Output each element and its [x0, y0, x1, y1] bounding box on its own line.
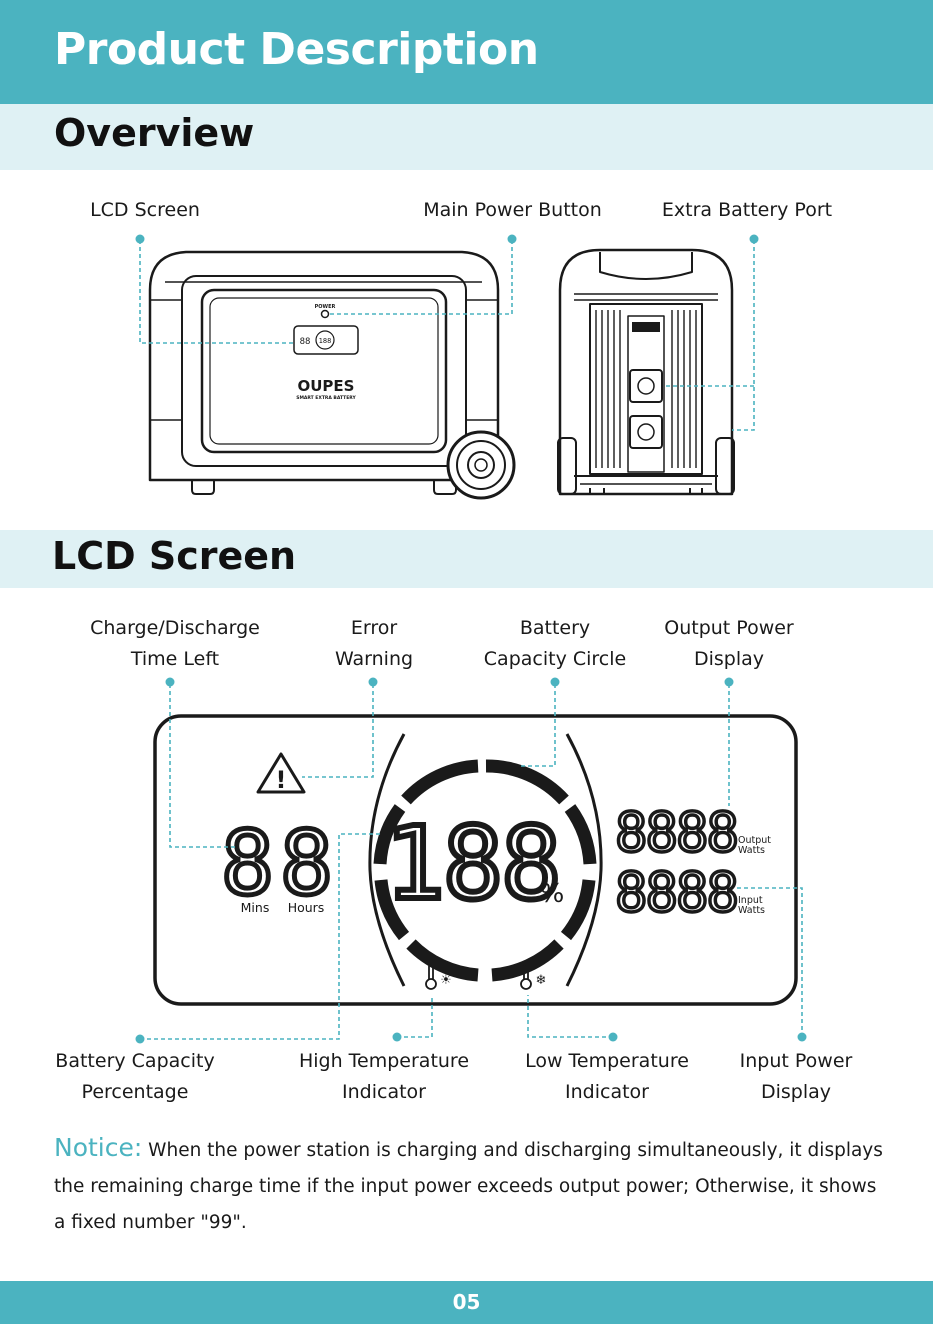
callout-main-power-button: Main Power Button	[423, 199, 602, 221]
overview-section-bar	[0, 104, 933, 170]
front-unit-body	[148, 250, 500, 482]
battery-port-upper	[629, 369, 663, 403]
power-label: POWER	[315, 304, 336, 310]
power-button-icon	[320, 309, 330, 319]
leader-input	[737, 887, 803, 1037]
callout-output-1: Output Power	[664, 617, 794, 639]
header-bar	[0, 0, 933, 104]
callout-percentage-2: Percentage	[81, 1081, 189, 1103]
footer-bar	[0, 1281, 933, 1324]
callout-percentage-1: Battery Capacity	[55, 1050, 215, 1072]
callout-low-temp-1: Low Temperature	[525, 1050, 689, 1072]
notice-heading: Notice:	[54, 1133, 143, 1162]
leader-error	[302, 684, 374, 778]
callout-time-left-2: Time Left	[130, 648, 220, 670]
callout-error-1: Error	[350, 617, 398, 639]
leader-high-temp	[397, 995, 433, 1038]
leader-time-left	[169, 684, 235, 848]
mins-label: Mins	[241, 900, 270, 915]
callout-input-2: Display	[760, 1081, 832, 1103]
page-number: 05	[452, 1290, 481, 1314]
notice-text: When the power station is charging and d…	[54, 1140, 883, 1233]
callout-output-2: Display	[693, 648, 765, 670]
hours-label: Hours	[288, 900, 325, 915]
svg-text:☀: ☀	[440, 973, 452, 988]
lcd-section-bar	[0, 530, 933, 588]
mini-lcd-digits: 88	[300, 337, 311, 347]
thermometer-sun-icon	[425, 963, 437, 990]
callout-extra-battery-port: Extra Battery Port	[661, 199, 833, 221]
callout-high-temp-2: Indicator	[342, 1081, 426, 1103]
callout-high-temp-1: High Temperature	[298, 1050, 470, 1072]
callout-error-2: Warning	[334, 648, 414, 670]
callout-capacity-circle-1: Battery	[519, 617, 591, 639]
battery-port-lower	[629, 415, 663, 449]
warning-triangle-icon	[256, 752, 306, 794]
page-title: Product Description	[54, 24, 539, 75]
output-label-1: Output	[738, 835, 771, 846]
lcd-frame	[153, 714, 798, 1006]
leader-percentage	[140, 833, 382, 1040]
side-unit-fins	[595, 310, 697, 468]
input-watts-digits: 8888	[615, 861, 737, 924]
callout-input-1: Input Power	[739, 1050, 853, 1072]
leader-lcd	[139, 240, 294, 344]
battery-percent-digits: 188	[385, 805, 560, 922]
side-unit-body	[558, 248, 734, 496]
output-watts-digits: 8888	[615, 801, 737, 864]
callout-time-left-1: Charge/Discharge	[90, 617, 260, 639]
capacity-circle	[373, 759, 597, 982]
callout-capacity-circle-2: Capacity Circle	[483, 648, 627, 670]
leader-power	[329, 240, 513, 315]
svg-text:❄: ❄	[536, 973, 547, 988]
front-panel	[200, 288, 448, 454]
thermometer-snowflake-icon	[520, 963, 532, 990]
lcd-section-title: LCD Screen	[52, 534, 297, 578]
leader-port	[664, 240, 755, 431]
output-label-2: Watts	[738, 845, 765, 856]
leader-capacity-circle	[520, 684, 556, 767]
notice-paragraph: Notice: When the power station is chargi…	[54, 1130, 884, 1241]
time-left-digits: 88	[221, 812, 339, 915]
callout-low-temp-2: Indicator	[565, 1081, 649, 1103]
brand-subtitle: SMART EXTRA BATTERY	[296, 395, 356, 401]
input-label-2: Watts	[738, 905, 765, 916]
leader-low-temp	[527, 995, 613, 1038]
input-label-1: Input	[738, 895, 763, 906]
callout-lcd-screen: LCD Screen	[90, 199, 200, 221]
mini-lcd-center: 188	[319, 337, 332, 345]
overview-title: Overview	[54, 111, 255, 155]
svg-text:!: !	[276, 766, 287, 794]
brand-logo: OUPES	[298, 377, 355, 395]
percent-sign: %	[540, 879, 565, 909]
mini-lcd	[293, 325, 359, 355]
